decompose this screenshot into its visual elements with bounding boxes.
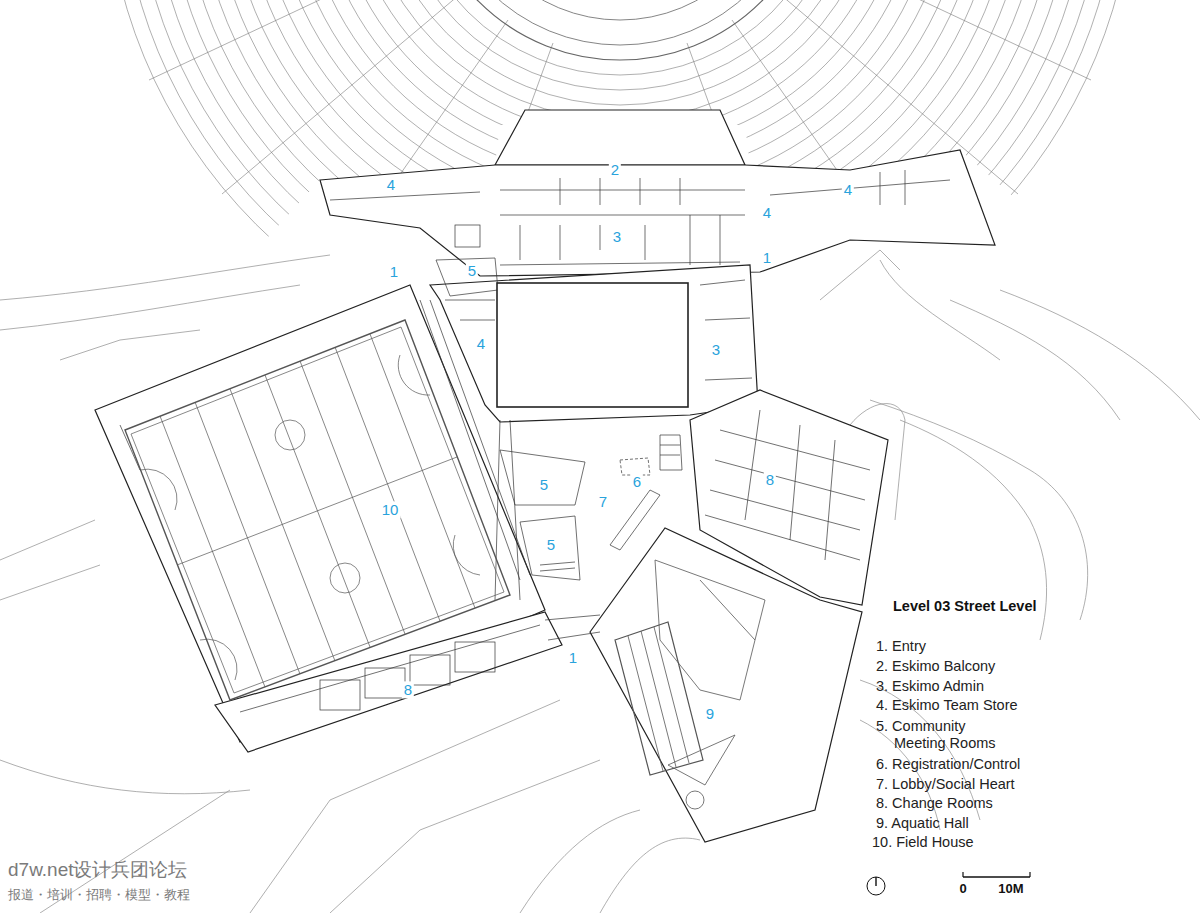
legend-item: 2. Eskimo Balcony xyxy=(876,658,995,675)
callout-number: 6 xyxy=(631,473,643,490)
legend-item: 10. Field House xyxy=(872,834,974,851)
callout-number: 4 xyxy=(385,176,397,193)
legend-item: 9. Aquatic Hall xyxy=(876,815,969,832)
legend-item: 7. Lobby/Social Heart xyxy=(876,776,1015,793)
callout-number: 4 xyxy=(842,181,854,198)
scale-label: 0 xyxy=(959,882,966,897)
callout-number: 2 xyxy=(609,161,621,178)
legend-item: 4. Eskimo Team Store xyxy=(876,697,1018,714)
callout-number: 4 xyxy=(475,335,487,352)
interior-walls xyxy=(120,170,950,712)
scale-bar xyxy=(963,872,1030,877)
legend-item: 8. Change Rooms xyxy=(876,795,993,812)
callout-number: 8 xyxy=(764,471,776,488)
callout-number: 5 xyxy=(466,262,478,279)
legend-item: 1. Entry xyxy=(876,638,926,655)
callout-number: 4 xyxy=(761,204,773,221)
callout-number: 7 xyxy=(597,493,609,510)
legend-item: 5. Community Meeting Rooms xyxy=(876,718,1006,751)
callout-number: 5 xyxy=(538,476,550,493)
buildings xyxy=(95,110,995,842)
site-lines xyxy=(0,250,1200,913)
aquatic-pools xyxy=(615,560,765,809)
arena-box xyxy=(497,283,688,407)
callout-number: 5 xyxy=(545,536,557,553)
field-house-pitch xyxy=(125,320,510,700)
scale-label: 10M xyxy=(998,882,1023,897)
legend-item: 6. Registration/Control xyxy=(876,756,1020,773)
callout-number: 1 xyxy=(567,649,579,666)
callout-number: 8 xyxy=(402,681,414,698)
watermark: 报道・培训・招聘・模型・教程 xyxy=(8,888,190,902)
legend-item: 3. Eskimo Admin xyxy=(876,678,984,695)
watermark: d7w.net设计兵团论坛 xyxy=(8,859,188,881)
stadium-field xyxy=(420,0,820,60)
callout-number: 10 xyxy=(380,501,401,518)
north-arrow xyxy=(867,877,885,895)
callout-number: 3 xyxy=(611,228,623,245)
callout-number: 9 xyxy=(704,705,716,722)
plan-title: Level 03 Street Level xyxy=(893,598,1036,615)
callout-number: 3 xyxy=(710,341,722,358)
callout-number: 1 xyxy=(388,263,400,280)
callout-number: 1 xyxy=(761,249,773,266)
